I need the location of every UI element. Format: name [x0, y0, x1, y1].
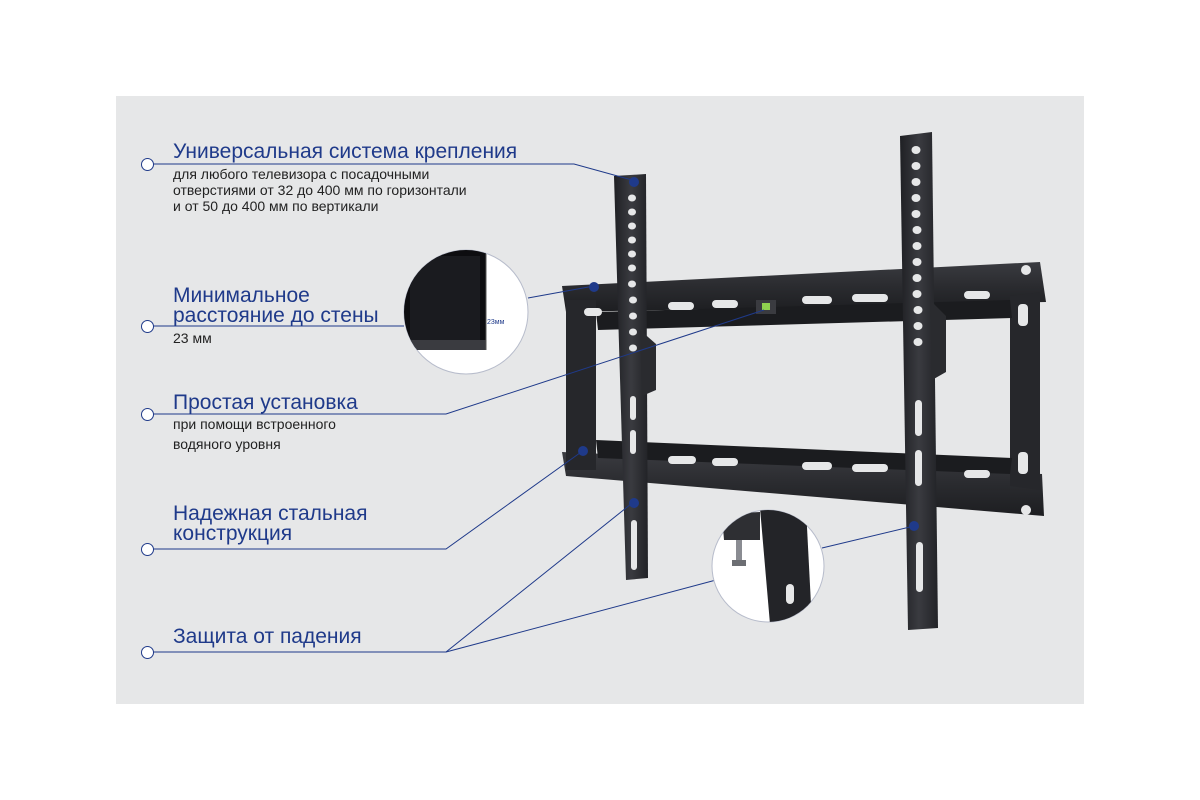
feature-desc-line: при помощи встроенного: [173, 416, 336, 432]
bullet-icon: [141, 320, 154, 333]
feature-title-min-distance-line2: расстояние до стены: [173, 304, 379, 327]
feature-desc-line: 23 мм: [173, 330, 212, 346]
bullet-icon: [141, 408, 154, 421]
feature-title-steel-line2: конструкция: [173, 522, 293, 545]
feature-title-steel-line1: Надежная стальная: [173, 502, 368, 525]
bullet-icon: [141, 646, 154, 659]
feature-desc-line: водяного уровня: [173, 436, 281, 452]
feature-title-min-distance-line1: Минимальное: [173, 284, 310, 307]
feature-desc-line: и от 50 до 400 мм по вертикали: [173, 198, 379, 214]
right-vertical-arm: [900, 132, 946, 630]
feature-desc-line: для любого телевизора с посадочными: [173, 166, 430, 182]
leader-lines: [153, 163, 915, 653]
wall-distance-detail: 23мм: [403, 249, 529, 375]
bullet-icon: [141, 158, 154, 171]
wall-distance-label: 23мм: [487, 319, 505, 326]
feature-title-universal-mount: Универсальная система крепления: [173, 140, 518, 163]
feature-title-fall-protection: Защита от падения: [173, 625, 362, 648]
feature-desc-line: отверстиями от 32 до 400 мм по горизонта…: [173, 182, 467, 198]
feature-title-easy-install: Простая установка: [173, 391, 358, 414]
fall-protection-detail: [711, 509, 825, 623]
bullet-icon: [141, 543, 154, 556]
callout-markers: [578, 177, 919, 531]
left-vertical-arm: [614, 174, 656, 580]
